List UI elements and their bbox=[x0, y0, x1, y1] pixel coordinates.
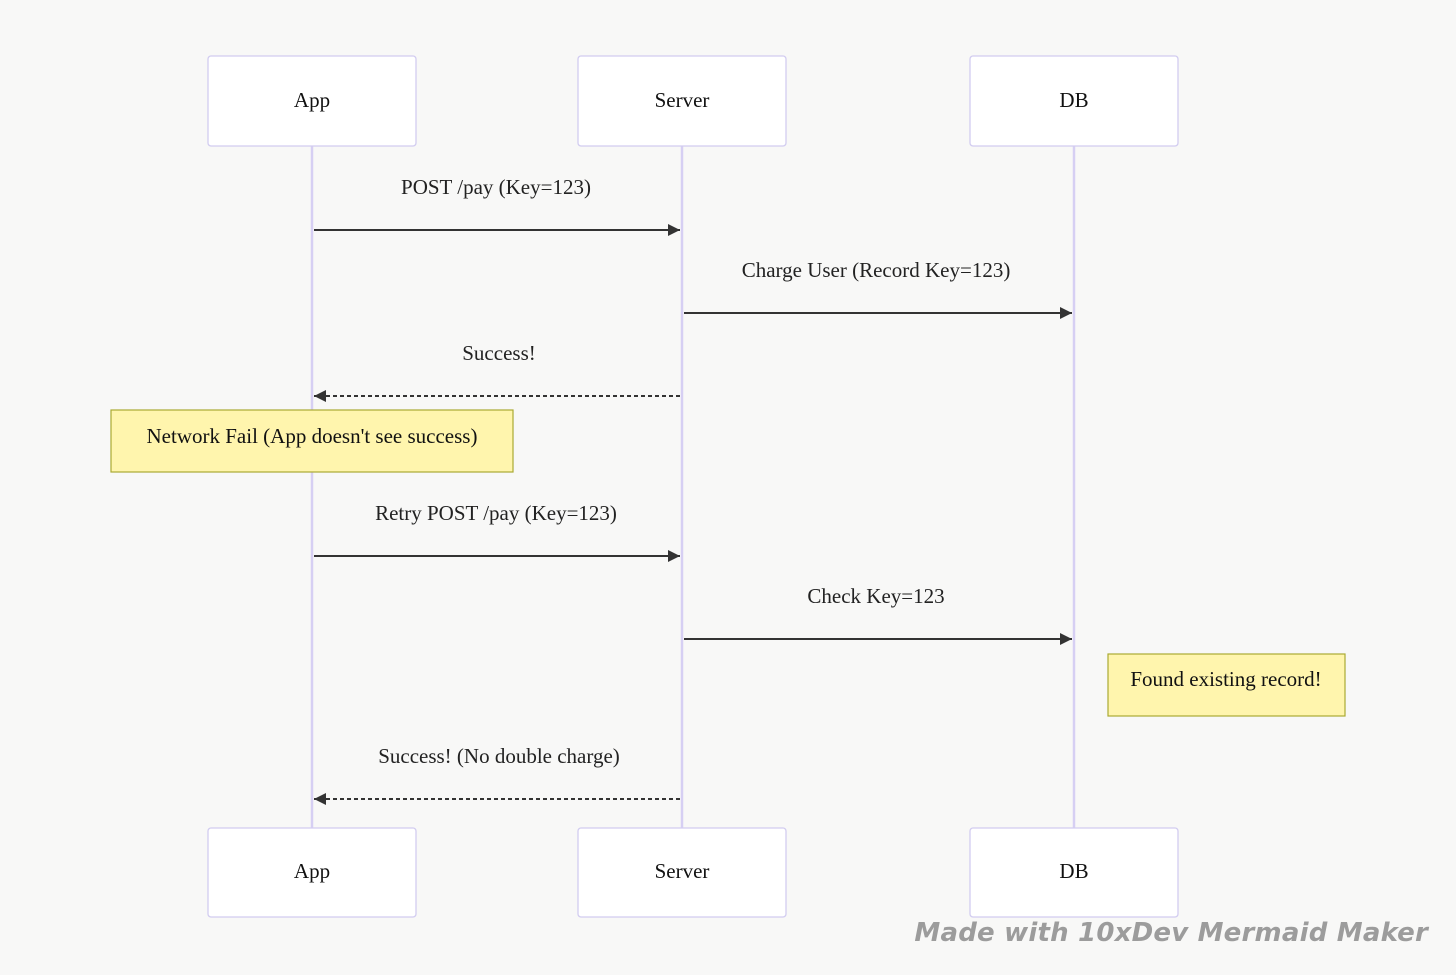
message-retry-post-pay: Retry POST /pay (Key=123) bbox=[314, 501, 680, 562]
actor-server-bottom: Server bbox=[577, 827, 787, 918]
note-network-fail: Network Fail (App doesn't see success) bbox=[110, 409, 514, 473]
actor-app-top-label: App bbox=[294, 88, 330, 112]
message-retry-post-pay-label: Retry POST /pay (Key=123) bbox=[375, 501, 617, 525]
actor-server-bottom-label: Server bbox=[655, 859, 710, 883]
message-success-no-double-charge: Success! (No double charge) bbox=[314, 744, 680, 805]
actor-db-top: DB bbox=[969, 55, 1179, 147]
message-charge-user-label: Charge User (Record Key=123) bbox=[742, 258, 1011, 282]
message-success-no-double-charge-label: Success! (No double charge) bbox=[378, 744, 620, 768]
message-success-label: Success! bbox=[462, 341, 535, 365]
actor-db-bottom-label: DB bbox=[1059, 859, 1088, 883]
actor-db-top-label: DB bbox=[1059, 88, 1088, 112]
note-found-record-label: Found existing record! bbox=[1130, 667, 1321, 691]
actor-server-top: Server bbox=[577, 55, 787, 147]
actor-app-bottom-label: App bbox=[294, 859, 330, 883]
message-post-pay-label: POST /pay (Key=123) bbox=[401, 175, 591, 199]
actor-app-bottom: App bbox=[207, 827, 417, 918]
message-check-key: Check Key=123 bbox=[684, 584, 1072, 645]
message-post-pay: POST /pay (Key=123) bbox=[314, 175, 680, 236]
message-check-key-label: Check Key=123 bbox=[807, 584, 944, 608]
actor-db-bottom: DB bbox=[969, 827, 1179, 918]
actor-app-top: App bbox=[207, 55, 417, 147]
watermark-text: Made with 10xDev Mermaid Maker bbox=[914, 918, 1428, 948]
message-success: Success! bbox=[314, 341, 680, 402]
note-found-record: Found existing record! bbox=[1107, 653, 1346, 717]
note-network-fail-label: Network Fail (App doesn't see success) bbox=[147, 424, 478, 448]
message-charge-user: Charge User (Record Key=123) bbox=[684, 258, 1072, 319]
actor-server-top-label: Server bbox=[655, 88, 710, 112]
